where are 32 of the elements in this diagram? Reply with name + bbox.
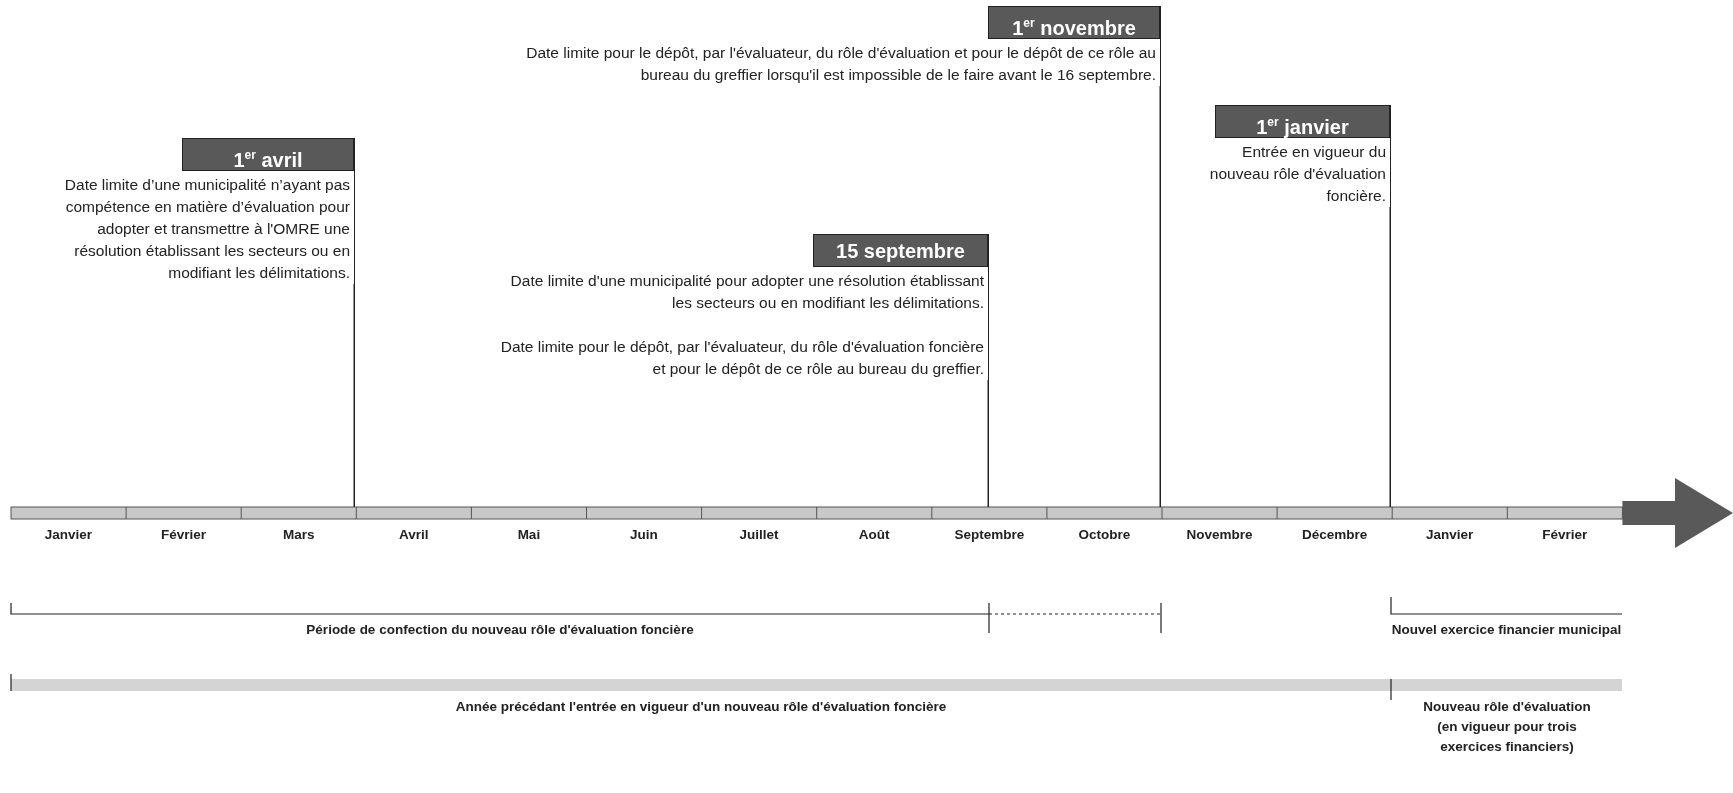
month-label: Octobre — [1077, 527, 1132, 542]
month-label: Décembre — [1300, 527, 1369, 542]
deadline-text: Date limite pour le dépôt, par l'évaluateur, du rôle d'évaluation foncière et pour le dépôt de ce rôle au bureau du greffier. — [499, 337, 984, 379]
month-label: Août — [857, 527, 891, 542]
leader-line — [353, 283, 355, 508]
leader-line — [1389, 206, 1391, 508]
period-label: Période de confection du nouveau rôle d'évaluation foncière — [305, 621, 695, 639]
deadline-text: Date limite d’une municipalité n’ayant pas compétence en matière d’évaluation pour adopter et transmettre à l'OMRE une résolution établissant les secteurs ou en modifiant les délimitations. — [63, 175, 350, 283]
month-label: Septembre — [953, 527, 1026, 542]
period-label: Nouvel exercice financier municipal — [1391, 621, 1622, 639]
period-label: Année précédant l'entrée en vigueur d'un nouveau rôle d'évaluation foncière — [454, 698, 948, 716]
date-heading: 1$^{er}$ janvier — [1215, 105, 1390, 138]
month-label: Avril — [398, 527, 430, 542]
period-label: Nouveau rôle d'évaluation (en vigueur pour trois exercices financiers) — [1422, 698, 1592, 756]
month-label: Juin — [629, 527, 659, 542]
date-heading: 1$^{er}$ avril — [182, 138, 354, 171]
month-label: Janvier — [1425, 527, 1475, 542]
leader-line — [1159, 85, 1161, 508]
month-label: Juillet — [738, 527, 780, 542]
deadline-text: Date limite pour le dépôt, par l'évaluateur, du rôle d'évaluation et pour le dépôt de ce rôle au bureau du greffier lorsqu'il est impossible de le faire avant le 16 septembre. — [525, 43, 1156, 85]
month-label: Février — [160, 527, 208, 542]
month-label: Mars — [281, 527, 316, 542]
month-label: Novembre — [1185, 527, 1254, 542]
leader-line — [987, 379, 989, 508]
month-label: Mai — [516, 527, 542, 542]
date-heading: 15 septembre — [813, 234, 988, 267]
month-label: Février — [1541, 527, 1589, 542]
date-heading: 1$^{er}$ novembre — [988, 6, 1160, 39]
deadline-text: Entrée en vigueur du nouveau rôle d'évaluation foncière. — [1208, 142, 1386, 206]
deadline-callout — [499, 234, 989, 380]
month-label: Janvier — [43, 527, 94, 542]
deadline-text: Date limite d'une municipalité pour adopter une résolution établissant les secteurs ou en modifiant les délimitations. — [509, 271, 984, 313]
